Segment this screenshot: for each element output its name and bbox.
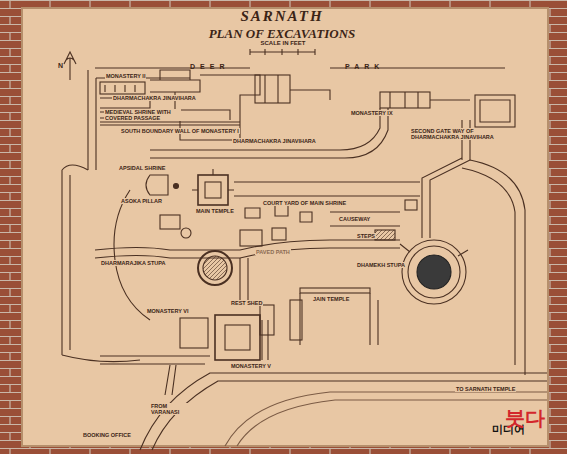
site-name: DHARMARAJIKA STUPA <box>100 260 166 266</box>
site-name: BOOKING OFFICE <box>82 432 132 438</box>
site-name: MONASTERY VI <box>146 308 190 314</box>
site-name: MONASTERY V <box>230 363 272 369</box>
subtitle: PLAN OF EXCAVATIONS <box>209 26 356 42</box>
road-name: FROM VARANASI <box>150 403 192 415</box>
site-name: SECOND GATE WAY OF DHARMACHAKRA JINAVIHA… <box>410 128 512 140</box>
site-name: DHARMACHAKRA JINAVIHARA <box>232 138 317 144</box>
site-name: DHAMEKH STUPA <box>356 262 406 268</box>
site-name: ASOKA PILLAR <box>120 198 163 204</box>
site-name: MEDIEVAL SHRINE WITH COVERED PASSAGE <box>104 109 181 121</box>
road-name: TO SARNATH TEMPLE <box>455 386 516 392</box>
area-name: PARK <box>345 63 384 71</box>
site-name: CAUSEWAY <box>338 216 371 222</box>
path-name: PAVED PATH <box>255 249 291 255</box>
scale-label: SCALE IN FEET <box>260 40 305 47</box>
site-name: APSIDAL SHRINE <box>118 165 166 171</box>
site-name: SOUTH BOUNDARY WALL OF MONASTERY I <box>120 128 240 134</box>
site-name: MONASTERY II <box>105 73 146 79</box>
watermark: 붓다 <box>505 407 545 429</box>
site-name: STEPS <box>356 233 376 239</box>
area-name: DEER <box>190 63 229 71</box>
north-letter: N <box>58 62 63 70</box>
site-name: JAIN TEMPLE <box>312 296 350 302</box>
site-name: REST SHED <box>230 300 263 306</box>
site-name: MAIN TEMPLE <box>195 208 235 214</box>
map-title: SARNATH <box>240 8 323 25</box>
site-name: DHARMACHAKRA JINAVIHARA <box>112 95 197 101</box>
site-name: MONASTERY IX <box>350 110 394 116</box>
site-name: COURT YARD OF MAIN SHRINE <box>262 200 347 206</box>
